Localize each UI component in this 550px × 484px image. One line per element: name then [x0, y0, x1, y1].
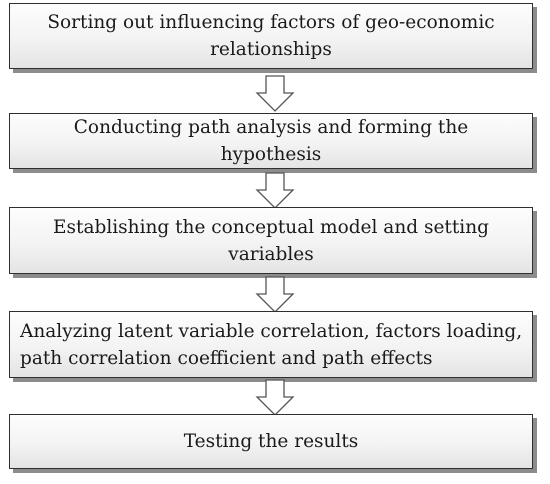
- flow-step-4-line-2: path correlation coefficient and path ef…: [20, 347, 433, 369]
- flow-step-4-line-1: Analyzing latent variable correlation, f…: [20, 320, 523, 342]
- flow-step-4: Analyzing latent variable correlation, f…: [9, 311, 533, 378]
- flow-step-1-line-2: relationships: [210, 39, 332, 60]
- down-arrow-icon: [255, 172, 295, 209]
- down-arrow-icon: [255, 276, 295, 313]
- flow-step-1: Sorting out influencing factors of geo-e…: [9, 3, 533, 69]
- flow-step-3-line-2: variables: [228, 243, 314, 265]
- flow-step-1-line-1: Sorting out influencing factors of geo-e…: [47, 12, 495, 33]
- down-arrow-icon: [255, 379, 295, 416]
- flow-step-2: Conducting path analysis and forming the…: [9, 113, 533, 169]
- flow-step-3: Establishing the conceptual model and se…: [9, 207, 533, 274]
- flow-step-5-line-1: Testing the results: [183, 431, 359, 452]
- flow-step-5: Testing the results: [9, 414, 533, 469]
- flow-step-3-line-1: Establishing the conceptual model and se…: [53, 216, 489, 238]
- flow-step-2-line-1: Conducting path analysis and forming the…: [73, 117, 469, 165]
- down-arrow-icon: [255, 75, 295, 112]
